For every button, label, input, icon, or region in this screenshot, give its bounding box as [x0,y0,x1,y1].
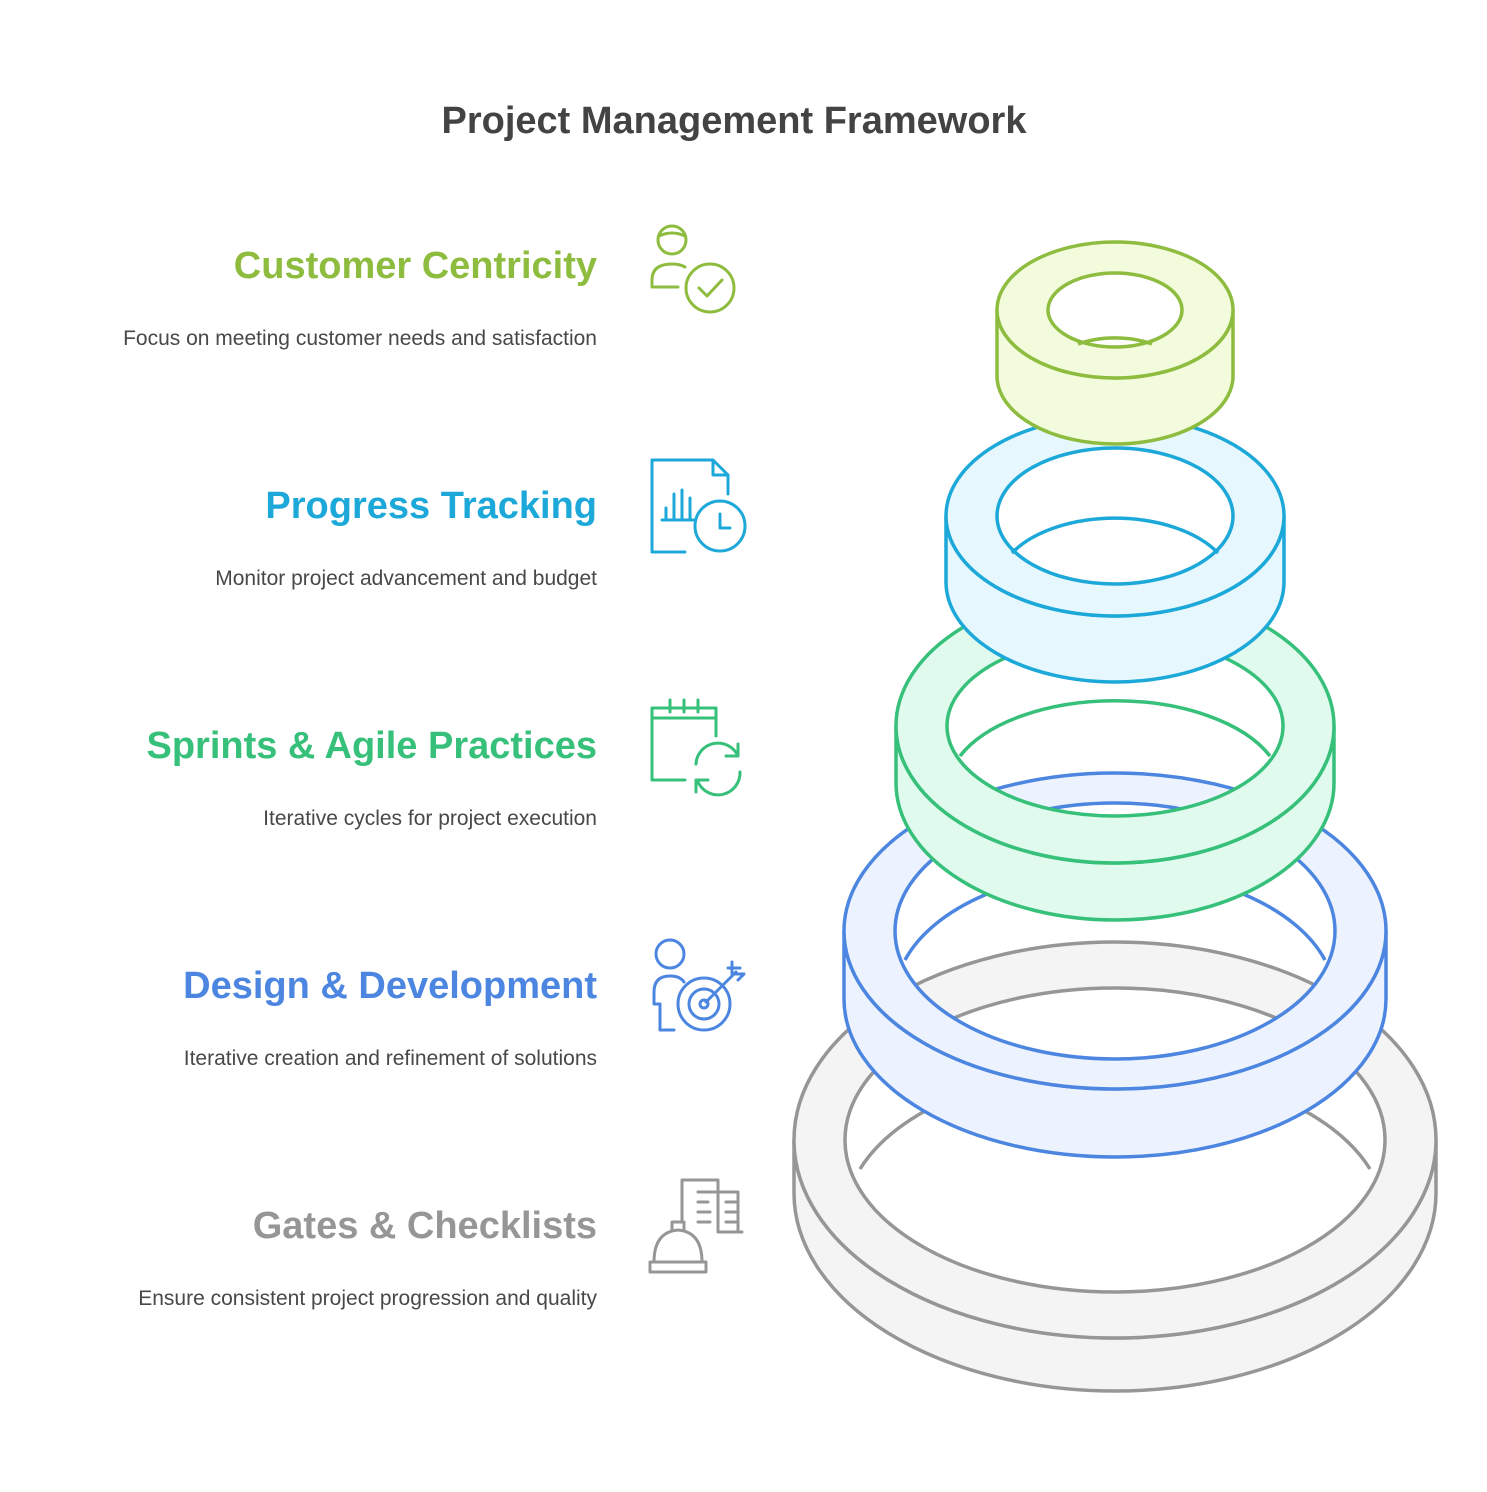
ring-customer-centricity [995,240,1235,446]
report-clock-icon [640,452,750,562]
item-heading-progress-tracking: Progress Tracking [265,485,597,527]
person-target-icon [640,932,750,1042]
item-description-design-development: Iterative creation and refinement of sol… [183,1047,597,1070]
item-heading-design-development: Design & Development [183,965,597,1007]
customer-check-icon [640,212,750,322]
item-heading-customer-centricity: Customer Centricity [233,245,597,287]
calendar-refresh-icon [640,692,750,802]
item-heading-sprints-agile: Sprints & Agile Practices [146,725,597,767]
item-description-sprints-agile: Iterative cycles for project execution [263,807,597,830]
ring-gates-checklists [792,940,1438,1393]
diagram-title: Project Management Framework [441,100,1027,142]
item-description-gates-checklists: Ensure consistent project progression an… [138,1287,597,1310]
item-heading-gates-checklists: Gates & Checklists [252,1205,597,1247]
ring-sprints-agile [894,587,1336,922]
builder-documents-icon [640,1172,750,1282]
ring-design-development [842,771,1388,1159]
item-description-customer-centricity: Focus on meeting customer needs and sati… [123,327,597,350]
ring-progress-tracking [944,414,1286,684]
item-description-progress-tracking: Monitor project advancement and budget [215,567,597,590]
